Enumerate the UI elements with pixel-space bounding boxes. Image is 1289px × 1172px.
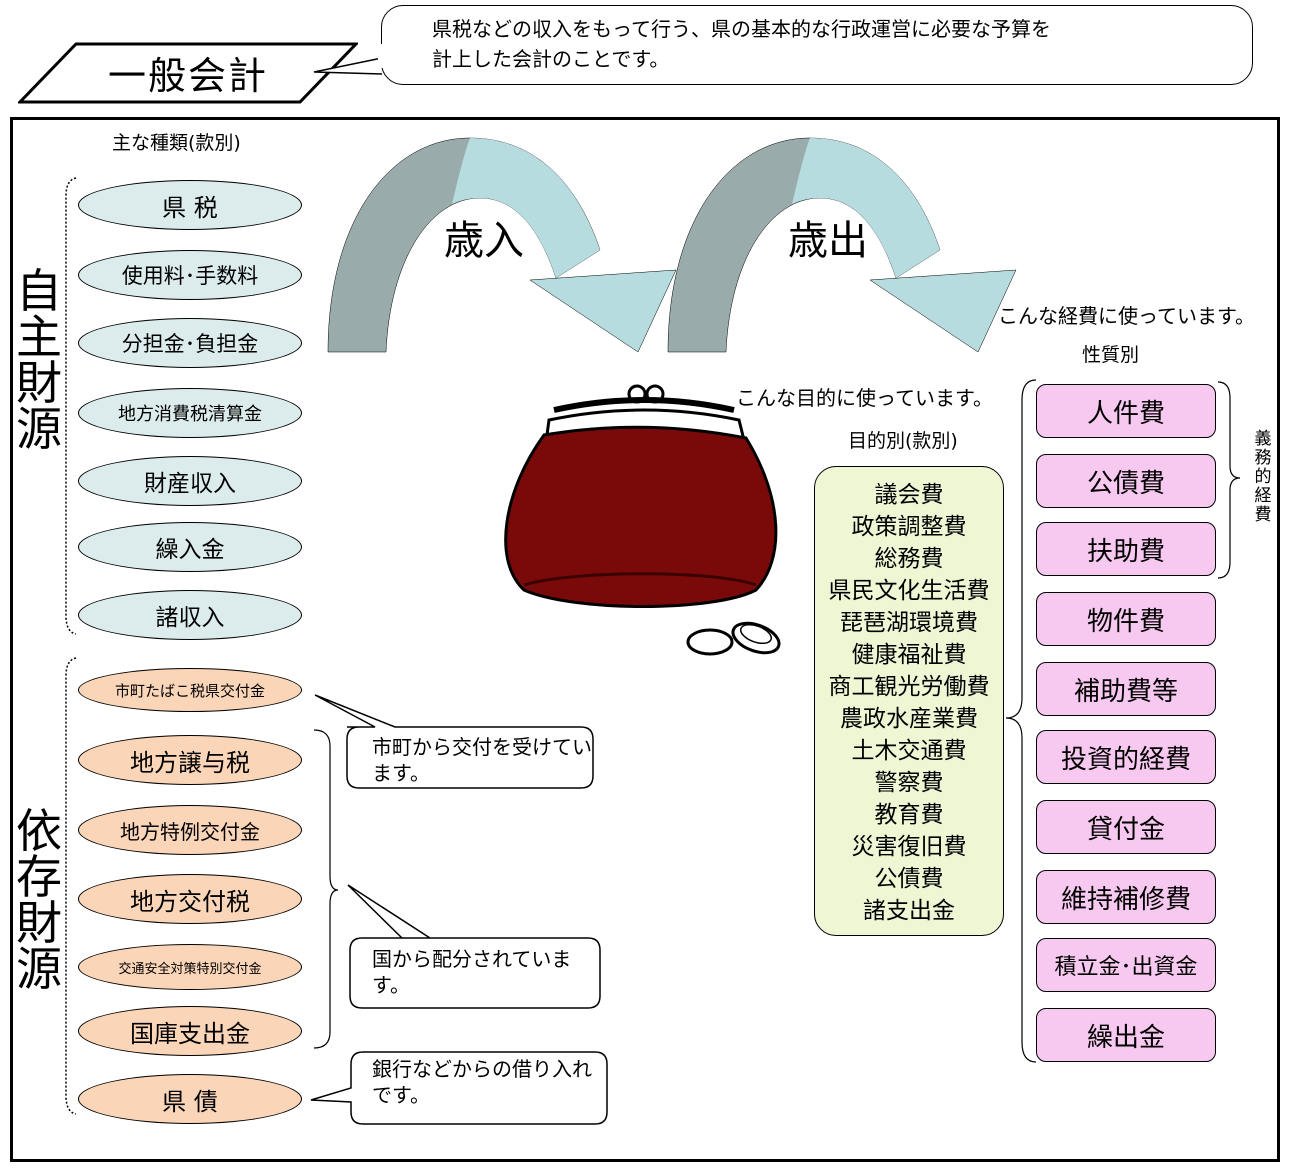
purpose-item: 公債費	[874, 866, 944, 892]
bubble-municipal	[314, 694, 594, 789]
revenue-item-special-grant: 地方特例交付金	[78, 805, 302, 855]
description-text: 県税などの収入をもって行う、県の基本的な行政運営に必要な予算を計上した会計のこと…	[432, 17, 1051, 71]
revenue-item-national-disbursements: 国庫支出金	[78, 1006, 302, 1056]
purpose-heading: 目的別(款別)	[848, 430, 958, 452]
revenue-arrow-label: 歳入	[444, 218, 524, 264]
purpose-item: 教育費	[874, 802, 944, 828]
diagram-frame	[10, 117, 1280, 1162]
own-source-bracket	[65, 177, 77, 635]
revenue-item-contributions: 分担金･負担金	[78, 318, 302, 368]
nature-item-investment: 投資的経費	[1036, 730, 1216, 784]
purpose-item: 災害復旧費	[851, 834, 967, 860]
revenue-item-fees: 使用料･手数料	[78, 250, 302, 300]
purpose-item: 総務費	[874, 546, 944, 572]
nature-item-reserves: 積立金･出資金	[1036, 938, 1216, 992]
callout-pointer	[313, 57, 383, 75]
purpose-item: 県民文化生活費	[828, 578, 990, 604]
purpose-item: 琵琶湖環境費	[840, 610, 978, 636]
nature-item-transfers-out: 繰出金	[1036, 1008, 1216, 1062]
revenue-item-local-allocation-tax: 地方交付税	[78, 874, 302, 924]
purpose-item: 諸支出金	[863, 898, 955, 924]
nature-heading: 性質別	[1082, 344, 1140, 366]
revenue-item-transfers: 繰入金	[78, 522, 302, 572]
revenue-item-misc-income: 諸収入	[78, 590, 302, 640]
nature-caption: こんな経費に使っています。	[998, 304, 1255, 328]
revenue-item-property-income: 財産収入	[78, 456, 302, 506]
national-items-bracket	[313, 729, 339, 1049]
revenue-item-local-transfer-tax: 地方譲与税	[78, 735, 302, 785]
mandatory-label: 義務的経費	[1254, 429, 1272, 525]
purpose-item: 土木交通費	[851, 738, 967, 764]
expenditure-arrow-label: 歳出	[788, 218, 868, 264]
bubble-national	[347, 884, 601, 1009]
revenue-item-prefectural-bonds: 県 債	[78, 1074, 302, 1124]
mandatory-bracket	[1217, 381, 1241, 579]
revenue-item-tobacco-tax-grant: 市町たばこ税県交付金	[78, 668, 302, 712]
nature-item-personnel: 人件費	[1036, 384, 1216, 438]
nature-item-loans: 貸付金	[1036, 800, 1216, 854]
description-callout	[381, 5, 1253, 85]
purpose-list: 議会費 政策調整費 総務費 県民文化生活費 琵琶湖環境費 健康福祉費 商工観光労…	[814, 466, 1004, 936]
purpose-caption: こんな目的に使っています。	[736, 386, 993, 410]
page-title: 一般会計	[108, 54, 269, 98]
purpose-item: 政策調整費	[851, 514, 967, 540]
nature-item-debt-service: 公債費	[1036, 454, 1216, 508]
purpose-item: 警察費	[874, 770, 944, 796]
nature-item-welfare: 扶助費	[1036, 522, 1216, 576]
dependent-source-label: 依存財源	[16, 804, 62, 996]
own-source-label: 自主財源	[16, 264, 62, 456]
expenditure-arrow	[667, 137, 1017, 353]
revenue-item-local-consumption-tax: 地方消費税清算金	[78, 388, 302, 438]
purse-icon	[504, 384, 781, 656]
bubble-bonds	[310, 1051, 608, 1125]
title-parallelogram	[18, 42, 358, 104]
purpose-item: 議会費	[874, 482, 944, 508]
nature-item-goods: 物件費	[1036, 592, 1216, 646]
note-national: 国から配分されています。	[372, 947, 572, 997]
nature-item-maintenance: 維持補修費	[1036, 870, 1216, 924]
revenue-column-heading: 主な種類(款別)	[112, 132, 241, 154]
purpose-nature-bracket	[1005, 379, 1037, 1063]
purpose-item: 商工観光労働費	[828, 674, 990, 700]
nature-item-subsidies: 補助費等	[1036, 662, 1216, 716]
revenue-item-prefectural-tax: 県 税	[78, 180, 302, 230]
revenue-item-traffic-safety-grant: 交通安全対策特別交付金	[78, 944, 302, 990]
purpose-item: 健康福祉費	[851, 642, 967, 668]
revenue-arrow	[327, 137, 677, 353]
note-bonds: 銀行などからの借り入れです。	[372, 1057, 592, 1107]
purpose-item: 農政水産業費	[840, 706, 978, 732]
dependent-source-bracket	[65, 657, 77, 1115]
note-municipal: 市町から交付を受けています。	[372, 735, 592, 785]
